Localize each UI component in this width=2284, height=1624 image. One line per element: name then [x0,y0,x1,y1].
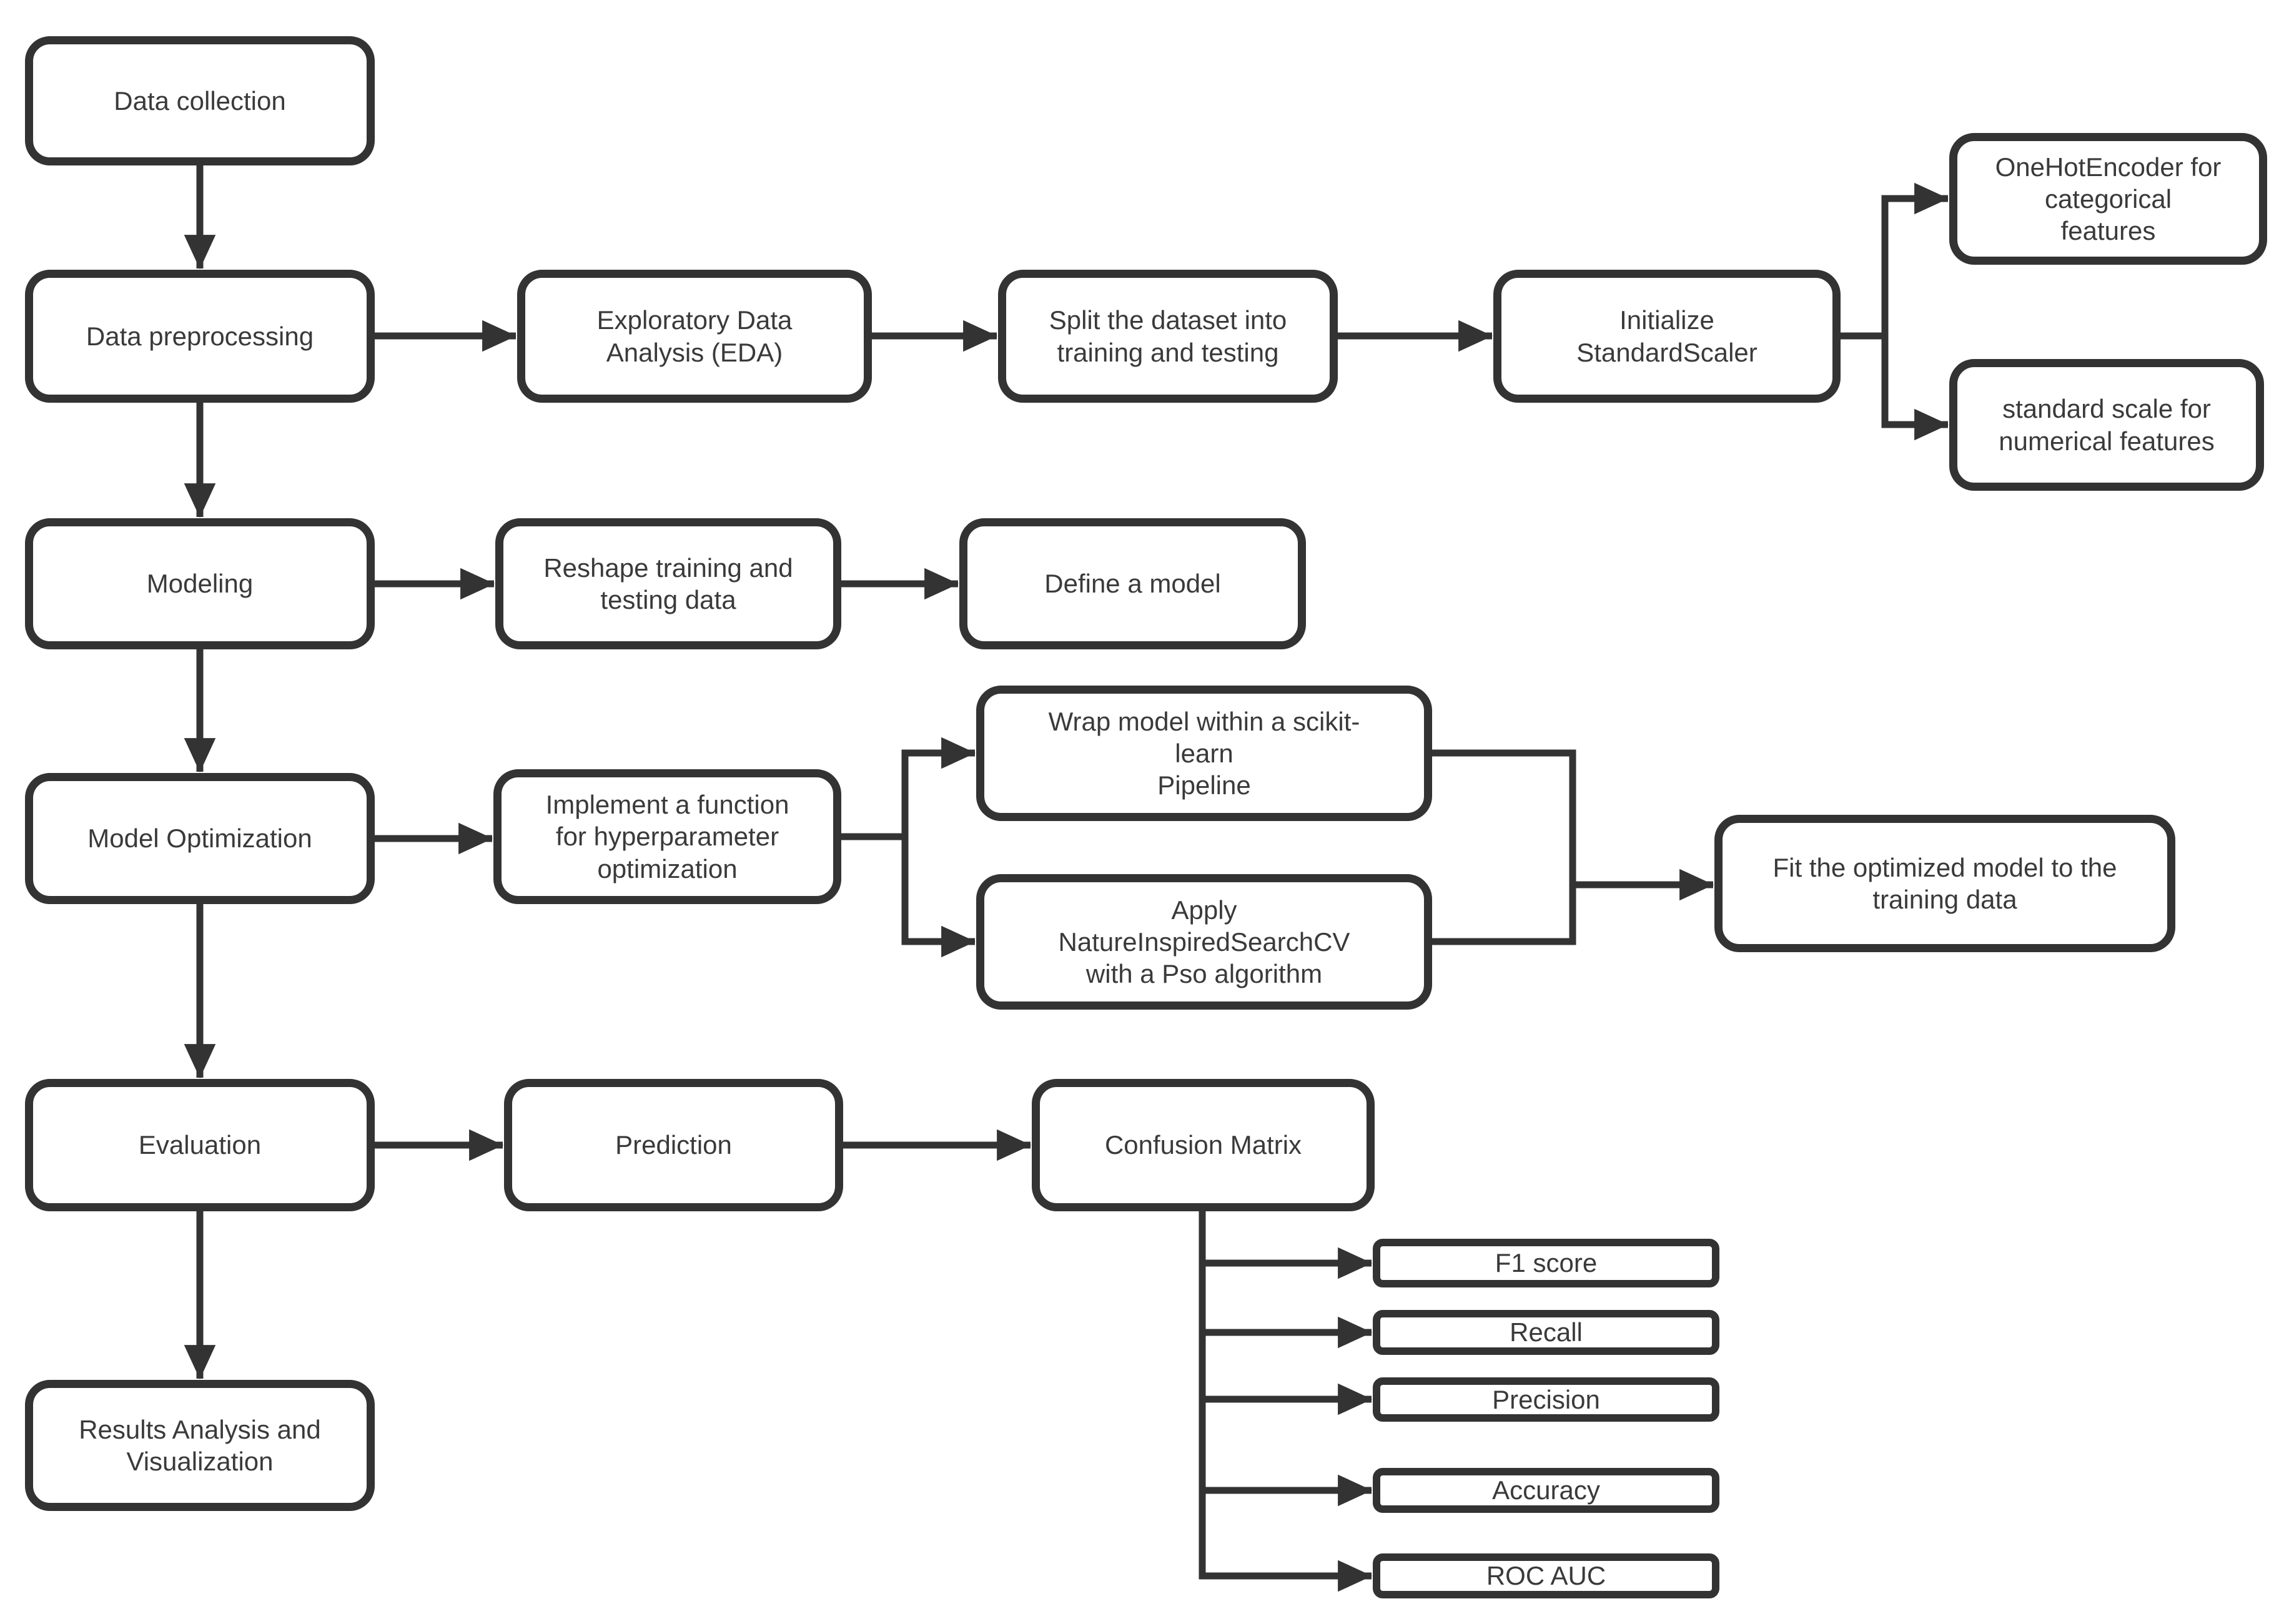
edge-scaler-to-onehot [1841,182,1949,340]
node-data-collection: Data collection [25,36,375,165]
node-results-analysis: Results Analysis and Visualization [25,1380,375,1511]
edge-apply-to-merge [1432,885,1576,945]
node-roc-auc: ROC AUC [1373,1553,1719,1598]
edge-implement-to-wrap [841,737,976,840]
edge-wrap-to-merge [1432,749,1576,885]
node-initialize-scaler: Initialize StandardScaler [1493,270,1841,403]
node-modeling: Modeling [25,518,375,649]
node-model-optimization: Model Optimization [25,773,375,904]
node-fit-model: Fit the optimized model to the training … [1714,815,2175,952]
node-apply-search: Apply NatureInspiredSearchCV with a Pso … [976,874,1432,1010]
node-data-preprocessing: Data preprocessing [25,270,375,403]
edge-implement-to-apply [901,837,976,958]
node-reshape-data: Reshape training and testing data [495,518,841,649]
node-prediction: Prediction [504,1079,843,1211]
node-implement-function: Implement a function for hyperparameter … [493,769,841,904]
node-recall: Recall [1373,1310,1719,1355]
node-f1-score: F1 score [1373,1239,1719,1287]
node-onehot-encoder: OneHotEncoder for categorical features [1949,133,2267,265]
node-standard-scale: standard scale for numerical features [1949,359,2264,491]
node-define-model: Define a model [959,518,1306,649]
node-wrap-pipeline: Wrap model within a scikit- learn Pipeli… [976,686,1432,821]
node-eda: Exploratory Data Analysis (EDA) [517,270,872,403]
node-precision: Precision [1373,1377,1719,1422]
node-accuracy: Accuracy [1373,1468,1719,1513]
edge-scaler-to-standard-scale [1881,336,1949,441]
node-confusion-matrix: Confusion Matrix [1032,1079,1375,1211]
node-evaluation: Evaluation [25,1079,375,1211]
node-split-dataset: Split the dataset into training and test… [998,270,1338,403]
